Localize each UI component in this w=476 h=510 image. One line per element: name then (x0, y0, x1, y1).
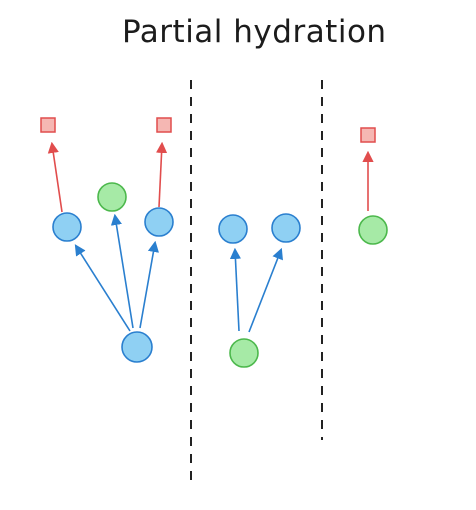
edge-n3-m2 (155, 141, 168, 208)
edge-n7-n6 (248, 247, 283, 333)
edge-n1-m1 (47, 141, 63, 213)
edge-n4-n1 (74, 244, 131, 332)
edge-n7-n5 (229, 247, 242, 332)
node-n6 (271, 213, 301, 243)
node-n4 (121, 331, 153, 363)
node-n3 (144, 207, 174, 237)
node-n5 (218, 214, 248, 244)
edge-n4-n3 (139, 240, 159, 329)
node-n2 (97, 182, 127, 212)
marker-m2 (156, 117, 172, 133)
marker-m1 (40, 117, 56, 133)
diagram-title: Partial hydration (122, 14, 387, 50)
node-n8 (358, 215, 388, 245)
node-n7 (229, 338, 259, 368)
edge-n4-n2 (110, 213, 134, 329)
marker-m3 (360, 127, 376, 143)
node-n1 (52, 212, 82, 242)
nodes-group (40, 117, 388, 368)
edges-group (47, 141, 374, 333)
